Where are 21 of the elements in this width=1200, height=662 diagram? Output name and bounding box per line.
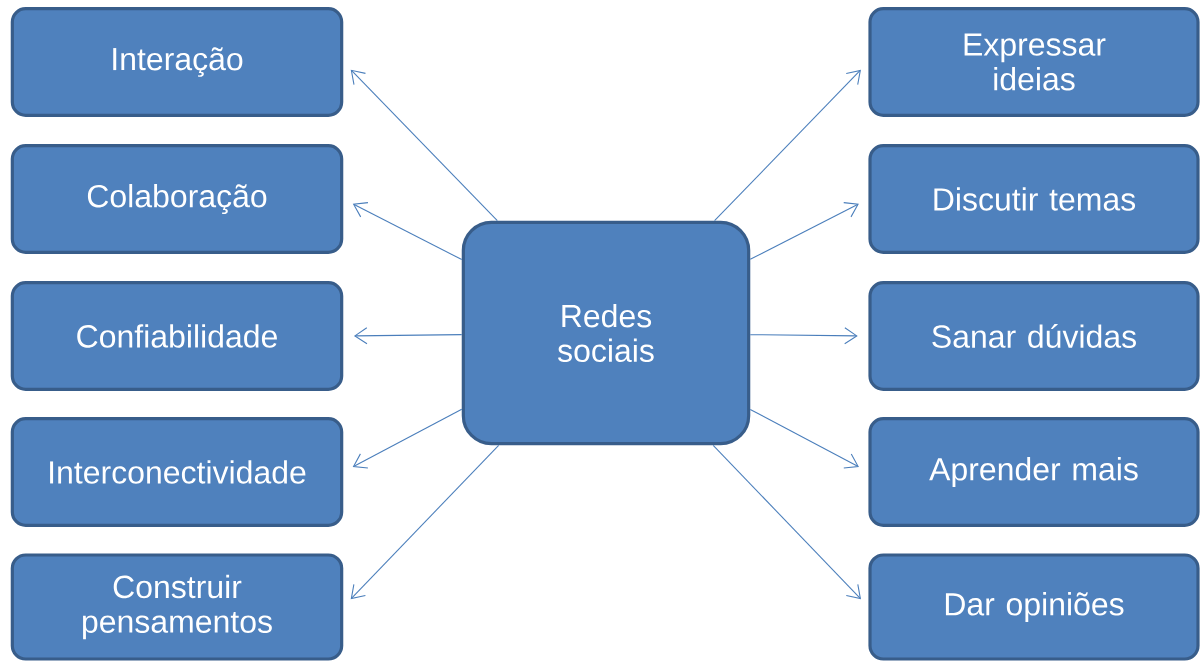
arrow: [350, 444, 500, 600]
concept-box: Confiabilidade: [10, 281, 344, 391]
concept-box: Colaboração: [10, 144, 344, 254]
concept-box: Expressar ideias: [868, 7, 1200, 117]
concept-box: Dar opiniões: [868, 553, 1200, 661]
concept-box: Interconectividade: [10, 417, 344, 527]
center-box: Redes sociais: [461, 220, 751, 446]
arrow: [350, 69, 498, 222]
arrow: [749, 408, 859, 469]
arrow: [749, 202, 859, 260]
arrow: [352, 408, 463, 469]
arrow: [352, 202, 463, 261]
concept-box: Interação: [10, 7, 344, 117]
arrow: [714, 69, 861, 222]
arrow: [712, 444, 862, 600]
concept-box: Discutir temas: [868, 144, 1200, 254]
arrow: [749, 327, 858, 345]
concept-box: Construir pensamentos: [10, 553, 344, 661]
arrow: [353, 327, 463, 345]
concept-box: Sanar dúvidas: [868, 281, 1200, 391]
concept-box: Aprender mais: [868, 417, 1200, 527]
